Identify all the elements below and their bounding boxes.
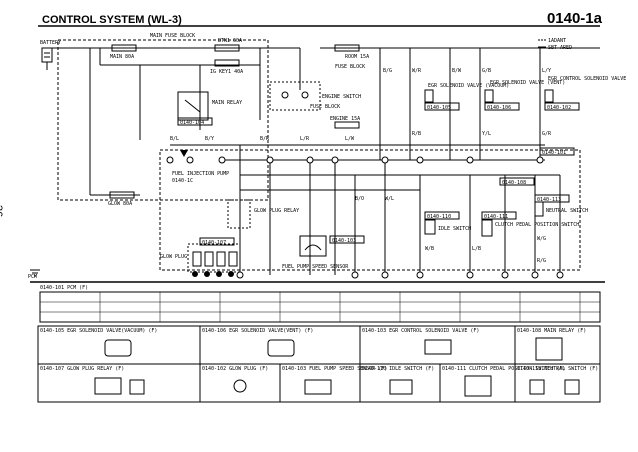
svg-text:B/Y: B/Y <box>205 136 214 142</box>
svg-text:0140-106: 0140-106 <box>487 105 511 111</box>
glow-plugs: GLOW PLUG <box>160 243 241 277</box>
glow-plug-relay: GLOW PLUG RELAY <box>227 199 299 229</box>
egr1-label: EGR SOLENOID VALVE (VACUUM) <box>428 83 509 89</box>
svg-text:0140-113: 0140-113 <box>537 197 561 203</box>
engine-switch-label: ENGINE SWITCH <box>322 94 361 100</box>
svg-text:W/L: W/L <box>385 196 394 202</box>
reference-tags: 0140-104 0140-105 0140-106 0140-102 0140… <box>177 102 580 246</box>
glow-plug-label: GLOW PLUG <box>160 254 187 260</box>
svg-text:0140-108: 0140-108 <box>502 180 526 186</box>
svg-text:B/L: B/L <box>170 136 179 142</box>
svg-text:0140-105: 0140-105 <box>427 105 451 111</box>
battery-label: BATTERY <box>40 40 61 46</box>
bottom-box-10: 0140-113 NEUTRAL SWITCH (F) <box>517 366 598 372</box>
legend-line-2: SBT ARED <box>548 45 572 51</box>
svg-text:0140-110: 0140-110 <box>427 214 451 220</box>
svg-text:B/G: B/G <box>383 68 392 74</box>
glow-fuse-label: GLOW 80A <box>108 201 132 207</box>
battery: BATTERY <box>40 40 61 70</box>
svg-text:G/B: G/B <box>482 68 491 74</box>
btn-fuse-label: BTN1 60A <box>218 38 242 44</box>
bottom-box-6: 0140-102 GLOW PLUG (F) <box>202 366 268 372</box>
egr3-label: EGR CONTROL SOLENOID VALVE <box>548 76 626 82</box>
svg-text:R/B: R/B <box>412 131 421 137</box>
svg-text:L/R: L/R <box>300 136 310 142</box>
svg-text:R/G: R/G <box>537 258 546 264</box>
svg-text:B/R: B/R <box>260 136 270 142</box>
fuse-block-label: FUSE BLOCK <box>335 64 365 70</box>
fuel-speed-label: FUEL PUMP SPEED SENSOR <box>282 264 349 270</box>
svg-text:W/R: W/R <box>412 68 422 74</box>
neutral-switch: NEUTRAL SWITCH <box>534 201 588 217</box>
bottom-box-8: 0140-110 IDLE SWITCH (F) <box>362 366 434 372</box>
svg-text:0140-102: 0140-102 <box>547 105 571 111</box>
bottom-box-4: 0140-108 MAIN RELAY (F) <box>517 328 586 334</box>
idle-switch-label: IDLE SWITCH <box>438 226 471 232</box>
fuel-pump-label: FUEL INJECTION PUMP <box>172 171 229 177</box>
engine-switch: ENGINE SWITCH <box>269 81 361 111</box>
svg-text:B/W: B/W <box>452 68 462 74</box>
bottom-box-9: 0140-111 CLUTCH PEDAL POSITION SWITCH (F… <box>442 366 565 372</box>
diagram-code: 0140-1a <box>546 10 602 27</box>
idle-switch: IDLE SWITCH <box>424 219 471 235</box>
main-fuse-block-label: MAIN FUSE BLOCK <box>150 33 195 39</box>
svg-text:0140-104: 0140-104 <box>180 120 204 126</box>
pcm-connector-header: 0140-101 PCM (F) <box>40 285 88 291</box>
main-fuse-label: MAIN 80A <box>110 54 134 60</box>
bottom-box-2: 0140-106 EGR SOLENOID VALVE(VENT) (F) <box>202 328 313 334</box>
svg-text:L/B: L/B <box>472 246 481 252</box>
clutch-label: CLUTCH PEDAL POSITION SWITCH <box>495 222 579 228</box>
clutch-switch: CLUTCH PEDAL POSITION SWITCH <box>481 219 579 237</box>
engine-fuse-label: ENGINE 15A <box>330 116 360 122</box>
bottom-box-3: 0140-103 EGR CONTROL SOLENOID VALVE (F) <box>362 328 479 334</box>
bottom-box-5: 0140-107 GLOW PLUG RELAY (F) <box>40 366 124 372</box>
main-fuse-block <box>57 39 269 201</box>
bottom-box-7: 0140-103 FUEL PUMP SPEED SENSOR (F) <box>282 366 387 372</box>
svg-text:G/R: G/R <box>542 131 552 137</box>
fuse-block-label-2: FUSE BLOCK <box>310 104 340 110</box>
svg-text:B/O: B/O <box>355 196 364 202</box>
svg-text:W/B: W/B <box>425 246 434 252</box>
pcm-label: PCM <box>28 274 37 280</box>
svg-text:W/G: W/G <box>537 236 546 242</box>
bottom-box-1: 0140-105 EGR SOLENOID VALVE(VACUUM) (F) <box>40 328 157 334</box>
svg-text:0140-111: 0140-111 <box>484 214 508 220</box>
egr2-label: EGR SOLENOID VALVE (VENT) <box>490 80 565 86</box>
svg-text:L/W: L/W <box>345 136 355 142</box>
svg-text:0140-103: 0140-103 <box>332 238 356 244</box>
svg-text:0140-107: 0140-107 <box>202 240 226 246</box>
egr-valves: EGR SOLENOID VALVE (VACUUM) EGR SOLENOID… <box>424 76 626 103</box>
svg-text:0140-101: 0140-101 <box>542 150 566 156</box>
svg-text:Y/L: Y/L <box>482 131 491 137</box>
fuel-pump-ref: 0140-1C <box>172 178 193 184</box>
main-relay: MAIN RELAY <box>177 91 242 121</box>
legend-line-1: 1ADANT <box>548 38 566 44</box>
wire-codes: B/L B/Y B/R L/R L/W B/G W/R B/W G/B L/Y … <box>170 68 552 264</box>
pcm-connector-table <box>39 291 601 323</box>
neutral-label: NEUTRAL SWITCH <box>546 208 588 214</box>
main-relay-label: MAIN RELAY <box>212 100 242 106</box>
igkey-fuse-label: IG KEY1 40A <box>210 69 243 75</box>
svg-text:L/Y: L/Y <box>542 68 551 74</box>
glow-relay-label: GLOW PLUG RELAY <box>254 208 299 214</box>
page-title: CONTROL SYSTEM (WL-3) <box>42 14 182 26</box>
room-fuse-label: ROOM 15A <box>345 54 369 60</box>
fuel-speed-sensor: FUEL PUMP SPEED SENSOR <box>282 235 349 270</box>
